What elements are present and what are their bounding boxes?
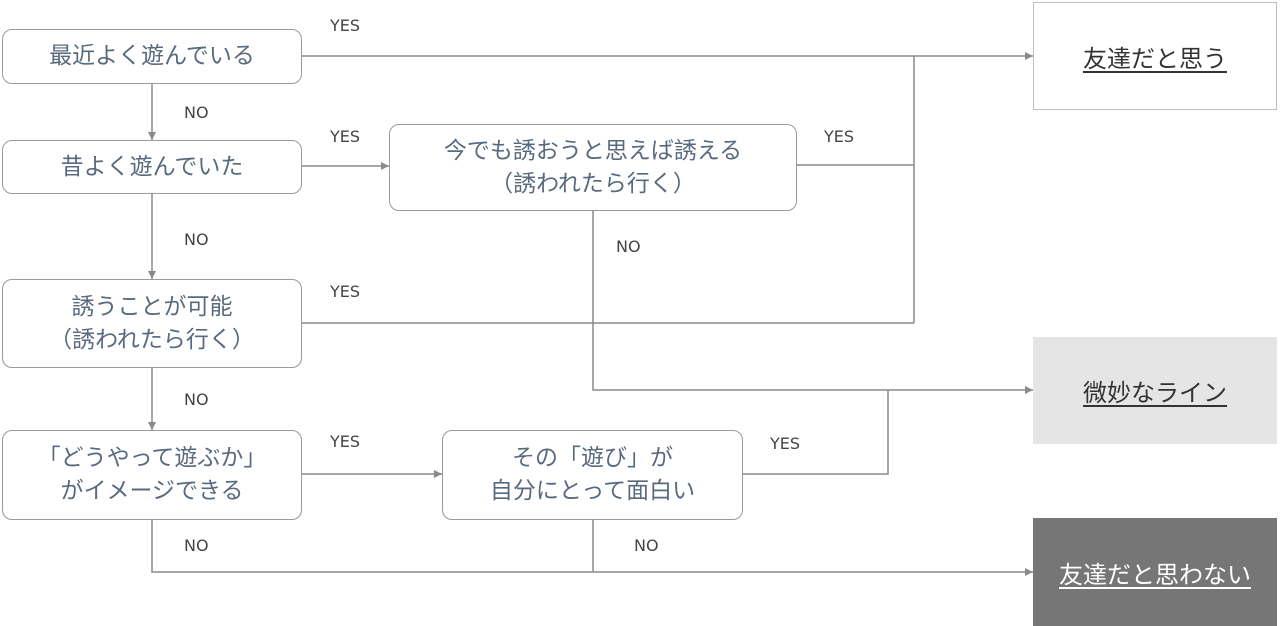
no-label-q6: NO xyxy=(634,536,659,555)
no-label-q1: NO xyxy=(184,103,209,122)
yes-label-q5: YES xyxy=(330,432,361,451)
yes-label-q6: YES xyxy=(770,434,801,453)
no-label-q2: NO xyxy=(184,230,209,249)
yes-label-q2: YES xyxy=(330,127,361,146)
result-borderline-label: 微妙なライン xyxy=(1083,379,1227,407)
yes-label-q4: YES xyxy=(330,282,361,301)
question-play-is-fun: その「遊び」が 自分にとって面白い xyxy=(442,430,743,520)
edge-q5-no xyxy=(151,520,1033,576)
question-invitation-possible: 誘うことが可能 （誘われたら行く） xyxy=(2,279,302,368)
result-not-friend: 友達だと思わない xyxy=(1033,518,1277,626)
yes-label-q1: YES xyxy=(330,16,361,35)
no-label-q5: NO xyxy=(184,536,209,555)
result-borderline: 微妙なライン xyxy=(1033,337,1277,444)
yes-label-q3: YES xyxy=(824,127,855,146)
edge-q6-yes xyxy=(743,390,889,475)
no-label-q4: NO xyxy=(184,390,209,409)
question-can-still-invite: 今でも誘おうと思えば誘える （誘われたら行く） xyxy=(389,124,797,211)
result-friend-label: 友達だと思う xyxy=(1083,44,1227,73)
no-label-q3: NO xyxy=(616,237,641,256)
result-friend: 友達だと思う xyxy=(1033,2,1277,110)
result-not-friend-label: 友達だと思わない xyxy=(1059,560,1251,589)
edge-q3-no xyxy=(592,211,1033,394)
question-played-before: 昔よく遊んでいた xyxy=(2,140,302,194)
question-can-imagine-how-to-play: 「どうやって遊ぶか」 がイメージできる xyxy=(2,430,302,520)
question-playing-recently: 最近よく遊んでいる xyxy=(2,29,302,84)
